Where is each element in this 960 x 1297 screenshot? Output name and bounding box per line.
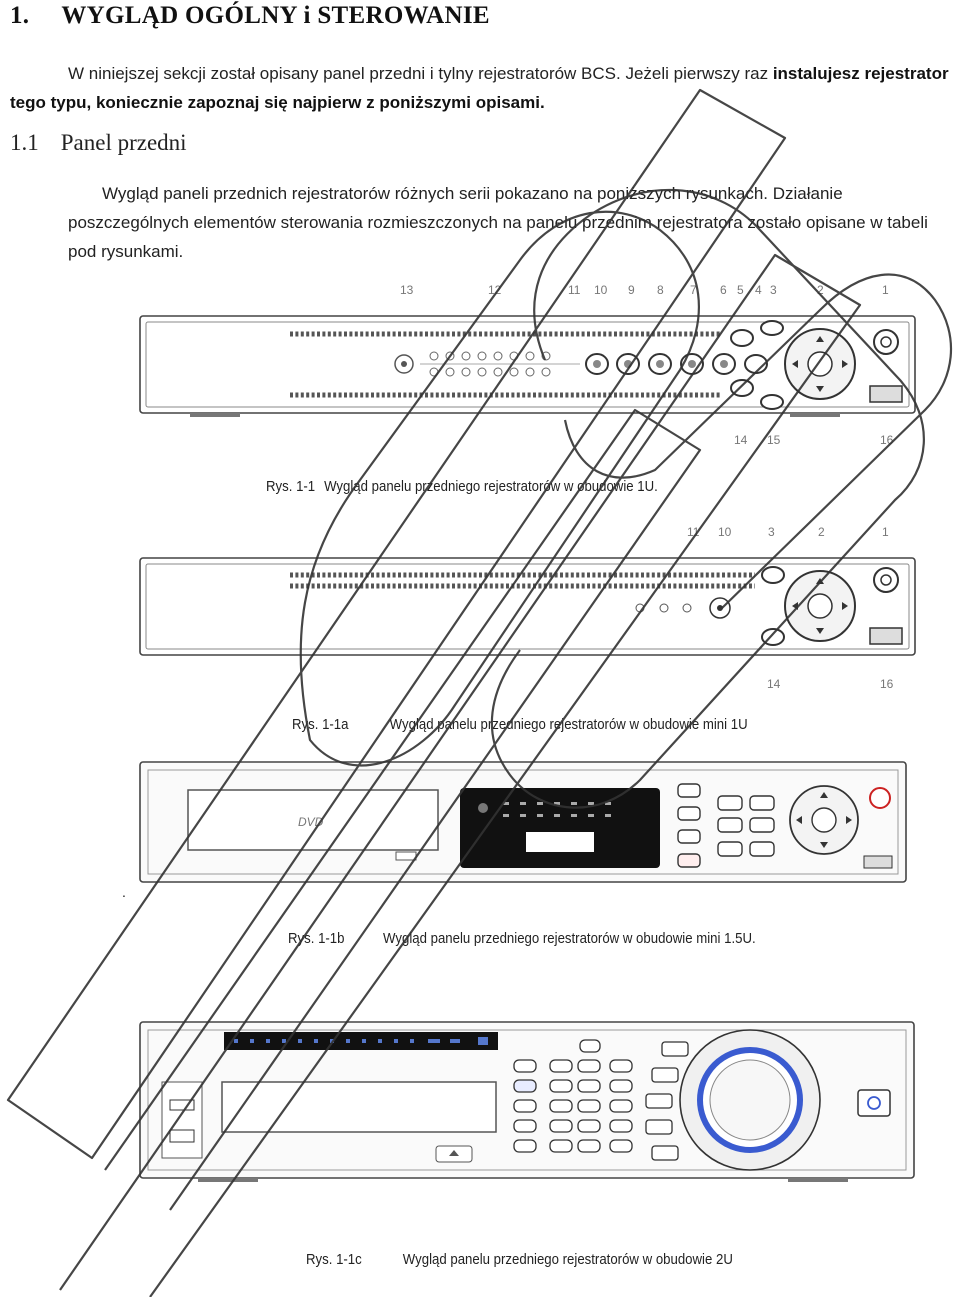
callout: 15 [767, 433, 781, 447]
chapter-heading: 1. WYGLĄD OGÓLNY i STEROWANIE [10, 2, 490, 30]
section-number: 1.1 [10, 130, 39, 155]
callout: 12 [488, 283, 502, 297]
figure3-caption-label: Rys. 1-1b [288, 930, 345, 947]
figure3-dot: . [122, 884, 126, 900]
figure2-caption-label: Rys. 1-1a [292, 716, 349, 733]
callout: 13 [400, 283, 414, 297]
figure3-caption-text: Wygląd panelu przedniego rejestratorów w… [383, 930, 756, 947]
callout: 10 [594, 283, 608, 297]
callout: 7 [690, 283, 697, 297]
callout: 2 [817, 283, 824, 297]
figure4-caption-label: Rys. 1-1c [306, 1251, 362, 1268]
callout: 10 [718, 525, 732, 539]
figure1-caption-label: Rys. 1-1 [266, 478, 316, 495]
callout: 8 [657, 283, 664, 297]
figure4-caption: Rys. 1-1c Wygląd panelu przedniego rejest… [306, 1251, 733, 1268]
intro-text: W niniejszej sekcji został opisany panel… [68, 64, 773, 83]
figure-2u-panel [139, 1021, 915, 1182]
figure1-caption: Rys. 1-1 Wygląd panelu przedniego rejestr… [266, 478, 658, 495]
callout: 14 [767, 677, 781, 691]
figure-1u-panel: 13 12 11 10 9 8 7 6 5 4 3 2 1 [139, 283, 916, 447]
callout: 4 [755, 283, 762, 297]
figure4-caption-text: Wygląd panelu przedniego rejestratorów w… [402, 1251, 733, 1268]
section-heading: 1.1 Panel przedni [10, 130, 187, 156]
callout: 1 [882, 283, 889, 297]
figure2-caption: Rys. 1-1a Wygląd panelu przedniego rejest… [292, 716, 748, 733]
intro-paragraph: W niniejszej sekcji został opisany panel… [10, 59, 954, 117]
callout: 3 [770, 283, 777, 297]
callout: 2 [818, 525, 825, 539]
figure1-top-callouts: 13 12 11 10 9 8 7 6 5 4 3 2 1 [400, 283, 889, 297]
section-title: Panel przedni [60, 130, 187, 155]
callout: 16 [880, 677, 894, 691]
figure-mini1u-panel: 11 10 3 2 1 14 16 [139, 525, 916, 691]
callout: 11 [687, 525, 700, 539]
figure-mini15u-panel: DVD [139, 761, 907, 883]
callout: 9 [628, 283, 635, 297]
chapter-number: 1. [10, 2, 30, 29]
callout: 16 [880, 433, 894, 447]
callout: 6 [720, 283, 727, 297]
callout: 5 [737, 283, 744, 297]
figure2-caption-text: Wygląd panelu przedniego rejestratorów w… [389, 716, 748, 733]
figure3-caption: Rys. 1-1b Wygląd panelu przedniego rejest… [288, 930, 756, 947]
callout: 11 [568, 283, 581, 297]
section-paragraph: Wygląd paneli przednich rejestratorów ró… [68, 184, 928, 261]
svg-text:DVD: DVD [298, 815, 324, 829]
chapter-title: WYGLĄD OGÓLNY i STEROWANIE [61, 2, 490, 29]
callout: 14 [734, 433, 748, 447]
figure1-caption-text: Wygląd panelu przedniego rejestratorów w… [324, 478, 658, 495]
callout: 1 [882, 525, 889, 539]
callout: 3 [768, 525, 775, 539]
